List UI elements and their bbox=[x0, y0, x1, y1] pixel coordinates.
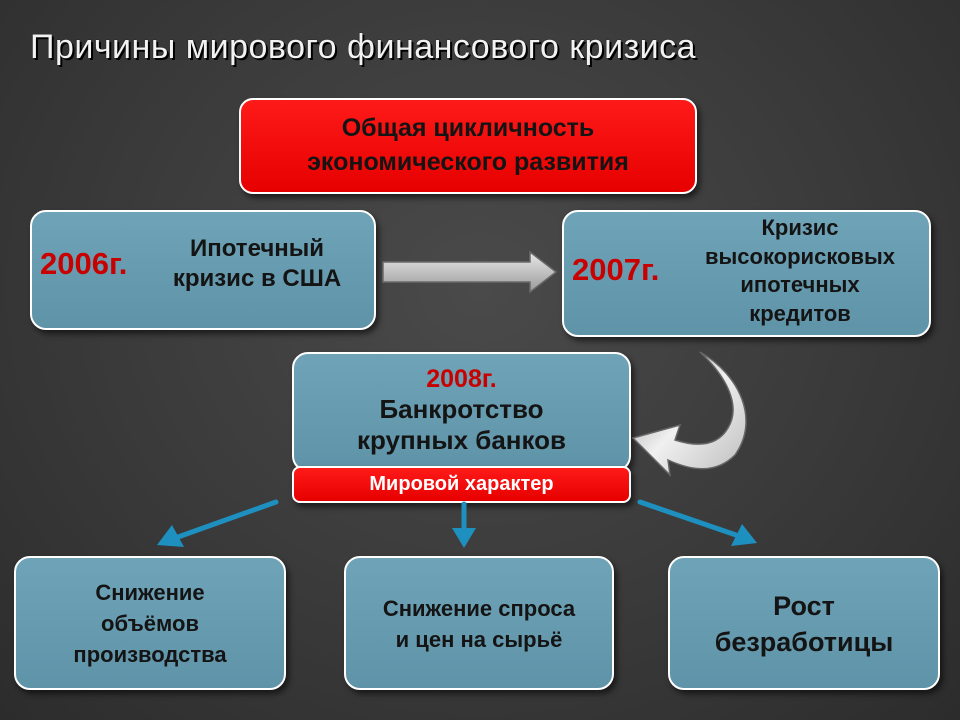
bankruptcy-text: 2008г. Банкротство крупных банков bbox=[294, 364, 629, 456]
cyclicality-line1: Общая цикличность bbox=[341, 114, 595, 142]
demand-decline-box: Снижение спроса и цен на сырьё bbox=[344, 556, 614, 690]
page-title: Причины мирового финансового кризиса bbox=[30, 28, 697, 66]
year-2007: 2007г. bbox=[572, 252, 660, 287]
blue-arrow-right-icon bbox=[637, 499, 757, 546]
arrow-right-icon bbox=[382, 250, 558, 294]
unemployment-text: Рост безработицы bbox=[670, 588, 938, 661]
year-2008: 2008г. bbox=[426, 365, 497, 393]
unemployment-growth-box: Рост безработицы bbox=[668, 556, 940, 690]
production-decline-text: Снижение объёмов производства bbox=[16, 578, 284, 670]
unemployment-line1: Рост bbox=[773, 591, 835, 621]
mortgage-crisis-text: Ипотечный кризис в США bbox=[142, 234, 372, 294]
high-risk-line2: высокорисковых bbox=[704, 243, 896, 269]
curved-arrow-icon bbox=[631, 351, 747, 478]
high-risk-credit-text: Кризис высокорисковых ипотечных кредитов bbox=[682, 214, 918, 328]
cyclicality-box: Общая цикличность экономического развити… bbox=[239, 98, 697, 194]
world-character-label: Мировой характер bbox=[292, 466, 631, 503]
blue-arrow-down-icon bbox=[452, 501, 476, 548]
high-risk-line4: кредитов bbox=[749, 300, 851, 326]
demand-line1: Снижение спроса bbox=[382, 596, 576, 621]
year-2006: 2006г. bbox=[40, 246, 128, 281]
blue-arrow-left-icon bbox=[157, 499, 279, 547]
production-decline-box: Снижение объёмов производства bbox=[14, 556, 286, 690]
bankruptcy-line2: крупных банков bbox=[356, 425, 567, 456]
high-risk-line3: ипотечных bbox=[740, 272, 860, 298]
bank-bankruptcy-2008-box: 2008г. Банкротство крупных банков bbox=[292, 352, 631, 472]
production-line1: Снижение bbox=[95, 580, 205, 605]
demand-decline-text: Снижение спроса и цен на сырьё bbox=[346, 594, 612, 656]
high-risk-line1: Кризис bbox=[761, 215, 839, 240]
unemployment-line2: безработицы bbox=[714, 627, 894, 658]
demand-line2: и цен на сырьё bbox=[395, 626, 563, 652]
bankruptcy-line1: Банкротство bbox=[379, 394, 544, 424]
production-line3: производства bbox=[73, 641, 227, 667]
mortgage-crisis-line1: Ипотечный bbox=[190, 235, 324, 262]
cyclicality-line2: экономического развития bbox=[307, 147, 629, 176]
mortgage-crisis-2006-box: 2006г. Ипотечный кризис в США bbox=[30, 210, 376, 330]
mortgage-crisis-line2: кризис в США bbox=[172, 265, 342, 292]
world-character-text: Мировой характер bbox=[369, 473, 554, 495]
production-line2: объёмов bbox=[101, 610, 199, 636]
high-risk-credit-crisis-2007-box: 2007г. Кризис высокорисковых ипотечных к… bbox=[562, 210, 931, 337]
